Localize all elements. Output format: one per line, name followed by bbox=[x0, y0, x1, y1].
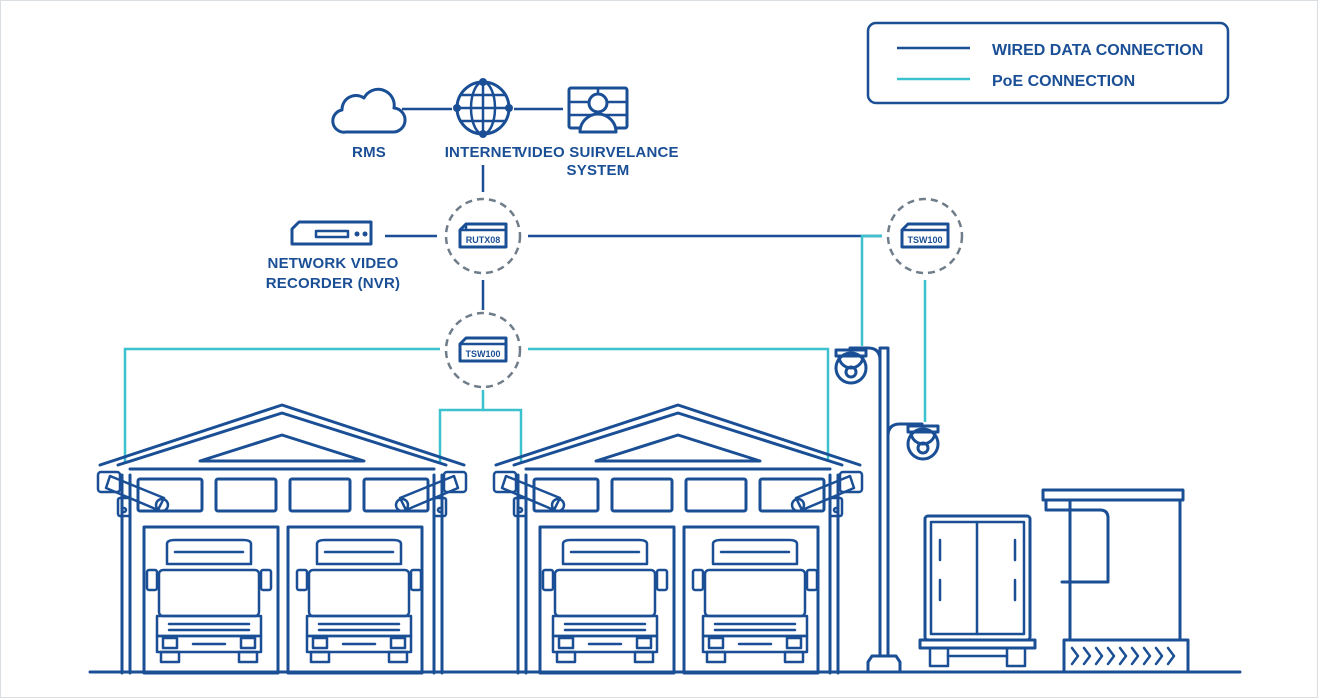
vss-label-line1: VIDEO SUIRVELANCE bbox=[517, 144, 679, 161]
poe-line-pole-cam-top bbox=[860, 234, 882, 346]
poe-line-garage2-left-cam bbox=[483, 408, 523, 462]
switch-icon: TSW100 bbox=[900, 222, 950, 249]
garage-right bbox=[494, 403, 862, 675]
truck-icon bbox=[541, 538, 669, 664]
router-icon: RUTX08 bbox=[458, 222, 508, 249]
vss-label-line2: SYSTEM bbox=[567, 162, 630, 179]
switch-icon: TSW100 bbox=[458, 336, 508, 363]
internet-label: INTERNET bbox=[445, 144, 522, 161]
legend-wired-label: WIRED DATA CONNECTION bbox=[992, 42, 1203, 59]
camera-pole bbox=[834, 346, 940, 674]
loading-dock bbox=[1041, 488, 1190, 674]
dome-camera-icon bbox=[834, 348, 868, 385]
switch-center-device-label: TSW100 bbox=[465, 349, 500, 359]
nvr-device-icon bbox=[290, 220, 373, 246]
switch-right-device-label: TSW100 bbox=[907, 235, 942, 245]
monitor-user-icon bbox=[567, 86, 629, 134]
switch-center-dashed-circle bbox=[444, 311, 522, 389]
truck-icon bbox=[145, 538, 273, 664]
legend-box bbox=[866, 21, 1230, 105]
garage-left bbox=[98, 403, 466, 675]
truck-icon bbox=[691, 538, 819, 664]
router-device-label: RUTX08 bbox=[466, 235, 501, 245]
nvr-node: NETWORK VIDEO RECORDER (NVR) bbox=[266, 220, 400, 292]
router-dashed-circle bbox=[444, 197, 522, 275]
legend-poe-label: PoE CONNECTION bbox=[992, 73, 1135, 90]
internet-node: INTERNET bbox=[445, 78, 522, 161]
switch-right-dashed-circle bbox=[886, 197, 964, 275]
vss-node: VIDEO SUIRVELANCE SYSTEM bbox=[517, 86, 679, 179]
poe-line-garage1-right-cam bbox=[438, 390, 485, 462]
switch-right-node: TSW100 bbox=[886, 197, 964, 275]
cloud-icon bbox=[331, 87, 407, 134]
dome-camera-icon bbox=[906, 424, 940, 461]
trailer-rear bbox=[918, 514, 1037, 668]
poe-line-garage1-left-cam bbox=[123, 347, 440, 462]
globe-icon bbox=[453, 78, 513, 138]
rms-node: RMS bbox=[331, 87, 407, 161]
truck-icon bbox=[295, 538, 423, 664]
legend: WIRED DATA CONNECTION PoE CONNECTION bbox=[866, 21, 1230, 105]
nvr-label-line2: RECORDER (NVR) bbox=[266, 275, 400, 292]
rms-label: RMS bbox=[352, 144, 386, 161]
switch-center-node: TSW100 bbox=[444, 311, 522, 389]
nvr-label-line1: NETWORK VIDEO bbox=[268, 255, 399, 272]
router-node: RUTX08 bbox=[444, 197, 522, 275]
poe-line-garage2-right-cam bbox=[528, 347, 830, 462]
